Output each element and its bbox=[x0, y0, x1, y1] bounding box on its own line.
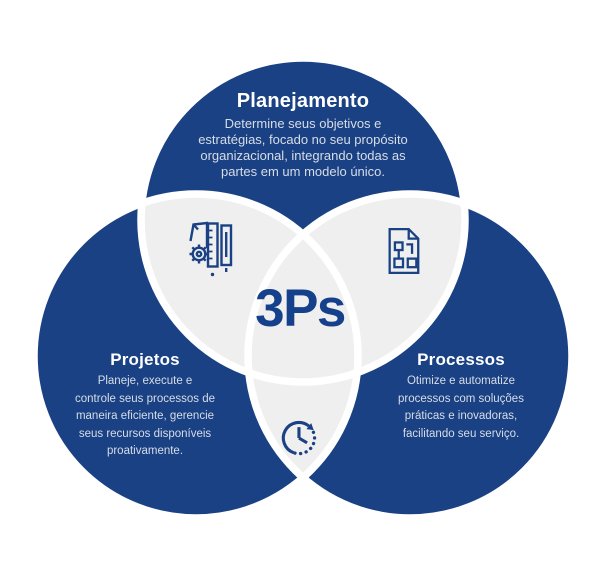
planning-tools-icon bbox=[189, 221, 233, 277]
processos-title: Processos bbox=[417, 350, 505, 369]
separator-ring bbox=[30, 190, 362, 522]
overlap-projetos-processos bbox=[248, 194, 358, 518]
separator-ring bbox=[137, 54, 469, 386]
circle-section-processos: Processos Otimize e automatize processos… bbox=[351, 350, 571, 443]
projetos-description: Planeje, execute e controle seus process… bbox=[75, 375, 215, 457]
planejamento-title: Planejamento bbox=[236, 90, 370, 112]
processos-description: Otimize e automatize processos com soluç… bbox=[398, 375, 524, 440]
circle-section-projetos: Projetos Planeje, execute e controle seu… bbox=[35, 350, 255, 461]
planejamento-description: Determine seus objetivos e estratégias, … bbox=[198, 116, 408, 179]
circle-section-planejamento: Planejamento Determine seus objetivos e … bbox=[168, 90, 438, 180]
center-label: 3Ps bbox=[255, 279, 346, 338]
projetos-title: Projetos bbox=[110, 350, 180, 369]
clock-icon bbox=[281, 420, 317, 456]
process-document-icon bbox=[388, 227, 420, 275]
separator-ring bbox=[244, 190, 576, 522]
